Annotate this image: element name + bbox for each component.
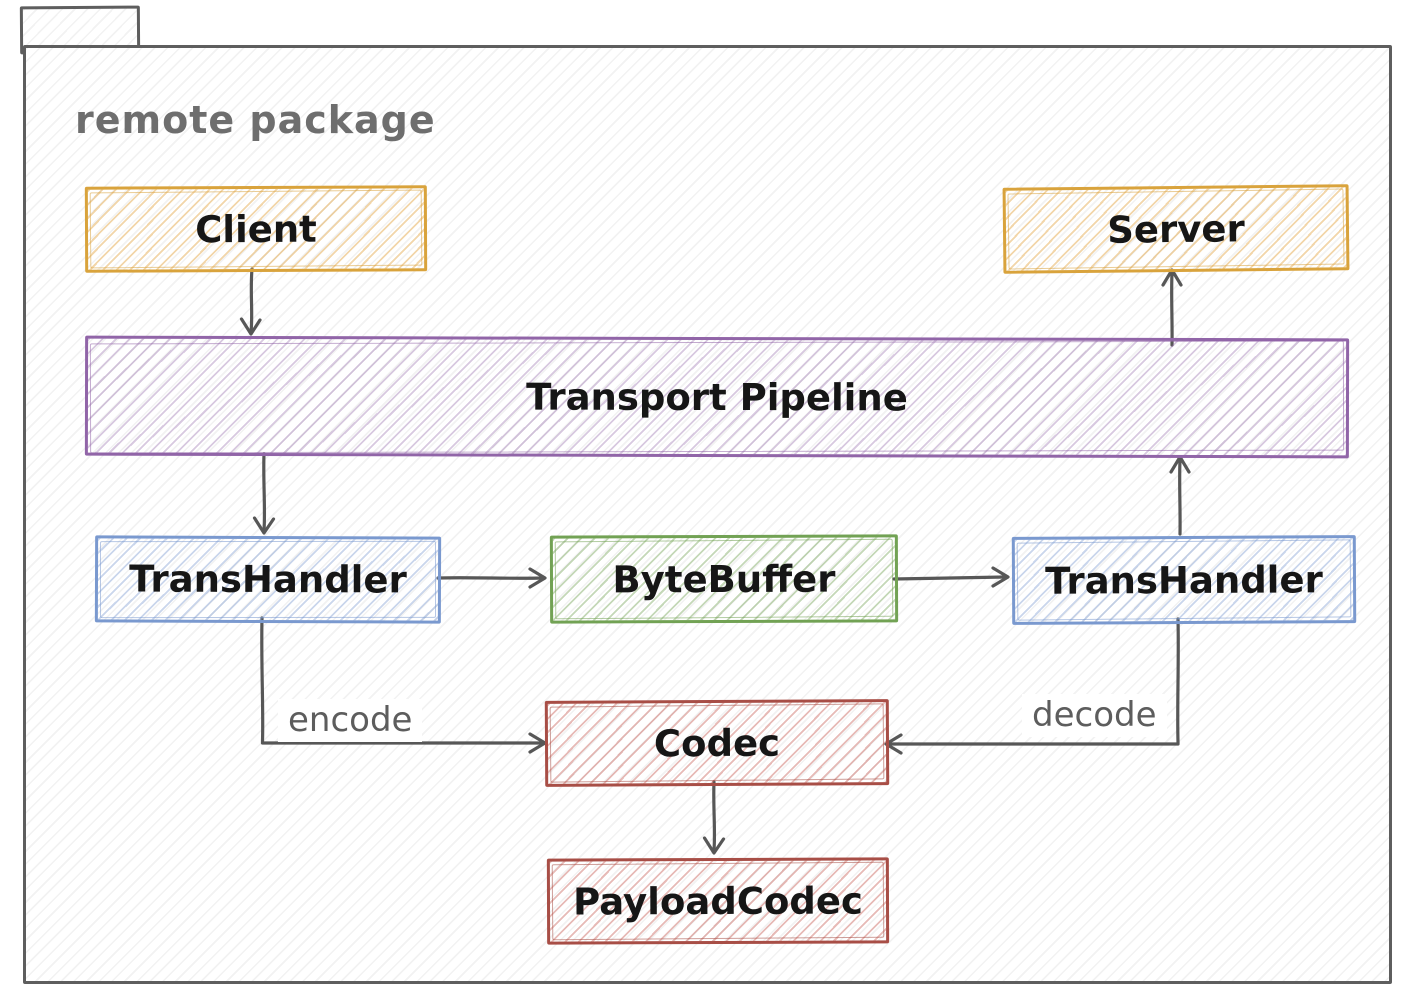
- node-payload-codec: PayloadCodec: [546, 857, 890, 945]
- edge-label-decode: decode: [1022, 694, 1167, 738]
- node-trans-handler-left: TransHandler: [94, 535, 442, 624]
- node-byte-buffer-label: ByteBuffer: [612, 557, 836, 601]
- node-client: Client: [84, 185, 428, 273]
- node-trans-handler-right-label: TransHandler: [1045, 557, 1323, 603]
- node-client-label: Client: [195, 207, 317, 251]
- node-codec-label: Codec: [653, 721, 781, 765]
- edge-label-encode: encode: [278, 699, 423, 743]
- node-trans-handler-left-label: TransHandler: [129, 557, 407, 602]
- package-label: remote package: [75, 98, 436, 142]
- node-server: Server: [1002, 184, 1350, 274]
- node-transport-pipeline-label: Transport Pipeline: [526, 375, 908, 419]
- node-transport-pipeline: Transport Pipeline: [84, 335, 1350, 459]
- node-trans-handler-right: TransHandler: [1011, 535, 1357, 625]
- node-byte-buffer: ByteBuffer: [549, 534, 899, 624]
- node-codec: Codec: [544, 699, 890, 787]
- node-payload-codec-label: PayloadCodec: [573, 878, 863, 924]
- node-server-label: Server: [1107, 206, 1245, 252]
